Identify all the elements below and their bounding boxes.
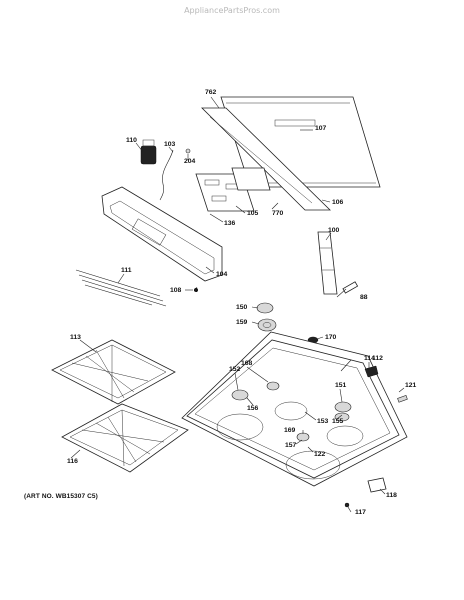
part-callout-762: 762 (205, 89, 217, 96)
part-callout-157: 157 (285, 442, 297, 449)
part-callout-116: 116 (67, 458, 78, 465)
part-callout-152: 152 (229, 366, 241, 373)
part-callout-155: 155 (332, 418, 344, 425)
part-callout-111: 111 (121, 267, 132, 274)
part-callout-169: 169 (284, 427, 296, 434)
part-callout-159: 159 (236, 319, 248, 326)
part-callout-106: 106 (332, 199, 344, 206)
grates (51, 339, 189, 473)
part-callout-103: 103 (164, 141, 176, 148)
part-callout-156: 156 (247, 405, 259, 412)
leader-lines (70, 96, 405, 513)
part-callout-121: 121 (405, 382, 417, 389)
part-callout-204: 204 (184, 158, 196, 165)
part-callout-88: 88 (360, 294, 368, 301)
switch-and-harness (140, 139, 191, 201)
part-callout-100: 100 (328, 227, 340, 234)
part-callout-117: 117 (355, 509, 366, 516)
callout-labels: 762 107 110 103 204 105 770 106 136 100 111 104 108 4… (67, 89, 417, 516)
part-callout-136: 136 (224, 220, 236, 227)
backsplash-assembly (195, 96, 381, 295)
part-callout-108: 108 (170, 287, 182, 294)
art-number: (ART NO. WB15307 C5) (24, 493, 98, 500)
part-callout-114: 114 (364, 355, 375, 362)
part-callout-107: 107 (315, 125, 327, 132)
part-callout-105: 105 (247, 210, 259, 217)
part-callout-110: 110 (126, 137, 137, 144)
part-callout-153: 153 (317, 418, 329, 425)
part-callout-170: 170 (325, 334, 337, 341)
part-callout-168: 168 (241, 360, 253, 367)
cooktop (181, 331, 408, 508)
part-callout-122: 122 (314, 451, 326, 458)
part-callout-150: 150 (236, 304, 248, 311)
part-callout-770: 770 (272, 210, 284, 217)
watermark: AppliancePartsPros.com (184, 6, 280, 15)
control-panel-face (101, 186, 223, 282)
part-callout-4: 4 (194, 287, 198, 294)
part-callout-118: 118 (386, 492, 397, 499)
part-callout-112: 112 (372, 355, 383, 362)
part-callout-113: 113 (70, 334, 81, 341)
part-callout-104: 104 (216, 271, 228, 278)
part-callout-151: 151 (335, 382, 347, 389)
